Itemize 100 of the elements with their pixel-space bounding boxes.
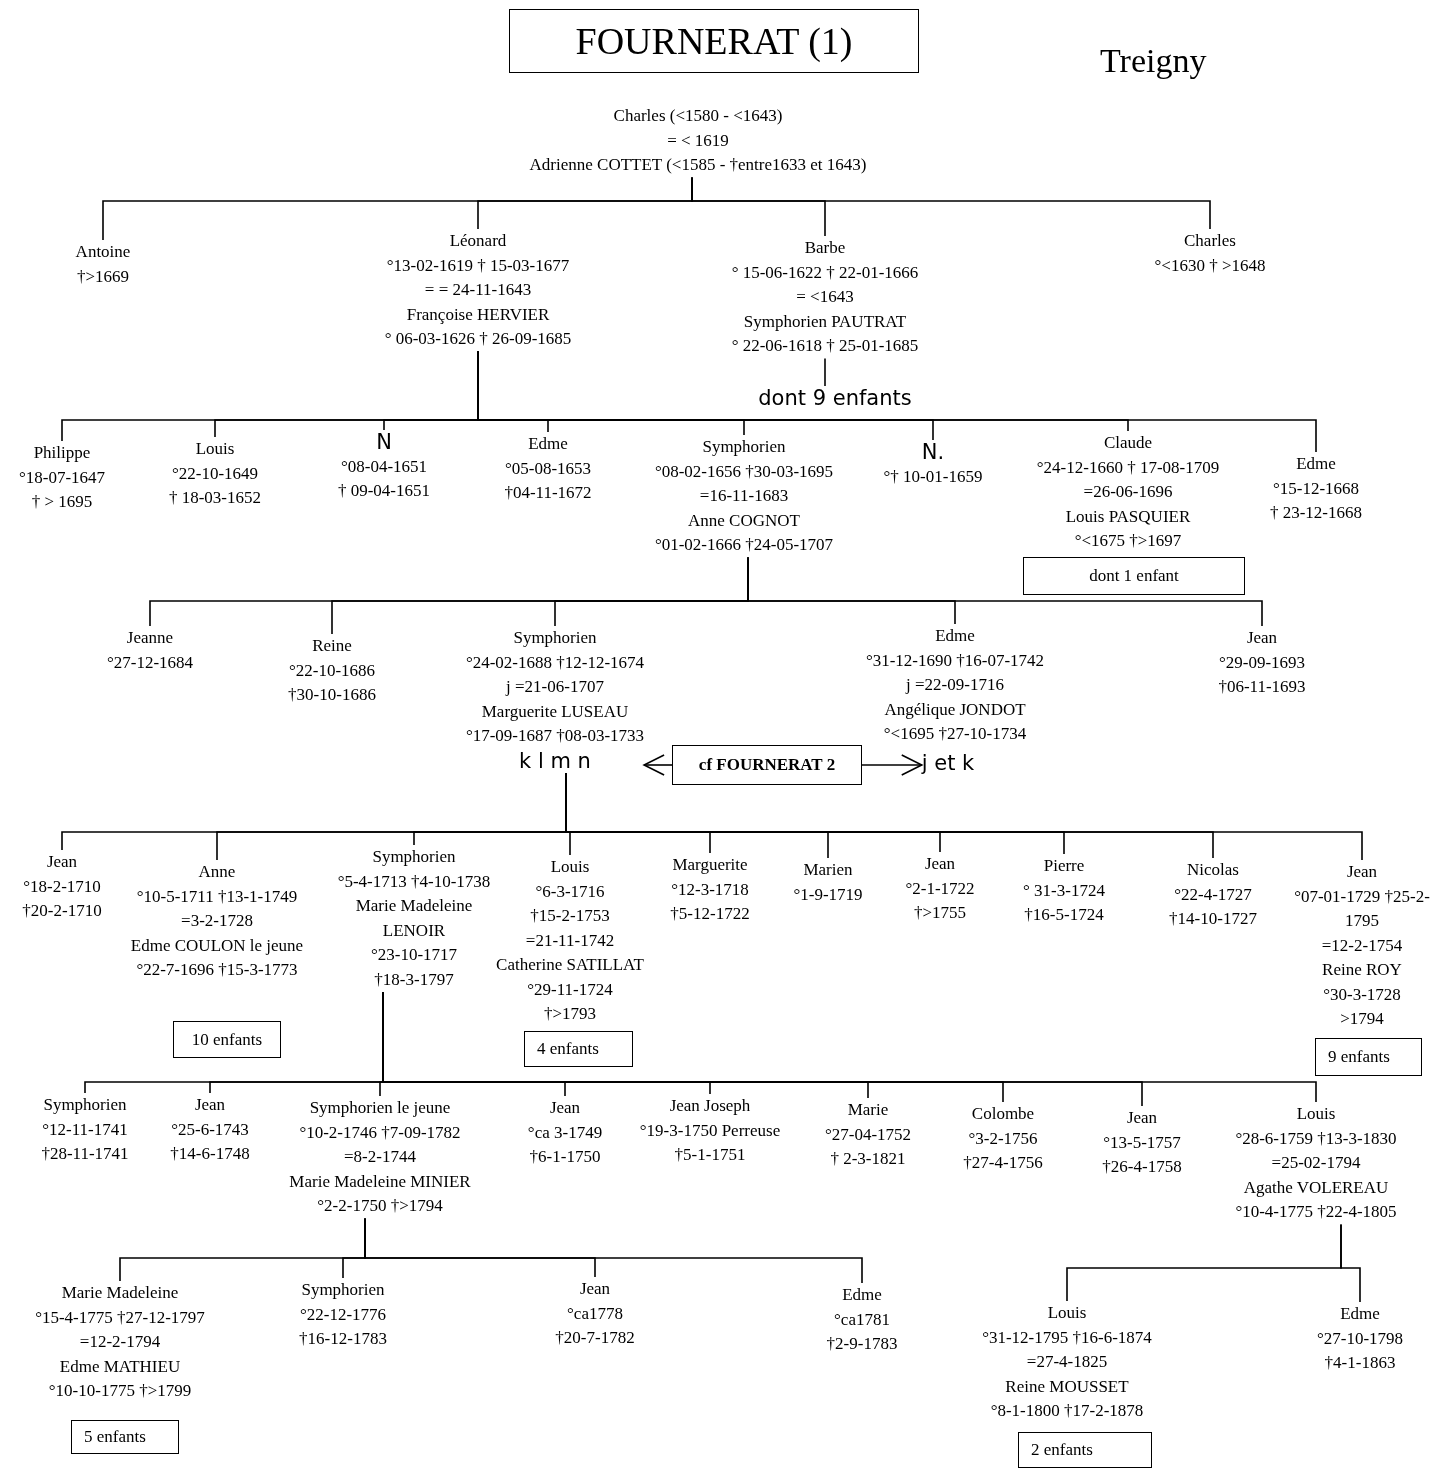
person-details: †30-10-1686 [288,684,376,706]
arrow [861,754,923,776]
person-name: Jean [923,853,957,875]
person-details: °10-4-1775 †22-4-1805 [1235,1201,1397,1223]
person-details: °<1675 †>1697 [1073,530,1183,552]
person-name: Barbe [803,237,847,259]
person-details: = <1643 [795,286,855,308]
person-details: °30-3-1728 [1322,983,1402,1006]
person-name: Edme [1339,1303,1381,1325]
person-name: Jean [578,1278,612,1300]
person-details: °8-1-1800 †17-2-1878 [989,1400,1145,1422]
note-box: cf FOURNERAT 2 [672,745,862,785]
person-details: †2-9-1783 [826,1333,898,1355]
person-details: °29-11-1724 [526,978,614,1001]
person-name: Louis [1295,1103,1337,1125]
person-details: °01-02-1666 †24-05-1707 [654,534,834,556]
person-details: †5-12-1722 [670,903,750,925]
person-name: Antoine [75,241,131,263]
person-name: Jean [193,1094,227,1116]
person-details: †16-5-1724 [1023,904,1105,926]
family-line [691,176,1211,230]
person-details: °12-3-1718 [670,878,750,901]
person-details: Marie Madeleine MINIER [289,1170,471,1193]
person-details: Marie Madeleine LENOIR [354,895,474,942]
person-details: †26-4-1758 [1102,1156,1182,1178]
person-details: †18-3-1797 [373,968,455,991]
person-details: °27-04-1752 [824,1123,912,1146]
person-details: †>1755 [912,902,968,924]
person-details: ° 22-06-1618 † 25-01-1685 [731,335,919,357]
person-details: °29-09-1693 [1218,651,1306,674]
person-details: †>1669 [75,265,131,288]
person-details: =3-2-1728 [180,910,254,932]
person-name: Jean [548,1097,582,1119]
person-details: °31-12-1690 †16-07-1742 [865,649,1045,672]
person-details: †>1793 [542,1003,598,1025]
person-name: Edme [841,1284,883,1306]
person-name: Charles (<1580 - <1643) [612,105,784,127]
person-details: °<1695 †27-10-1734 [882,723,1028,745]
person-details: † 18-03-1652 [168,487,262,509]
person-name: Edme [527,433,569,455]
person-details: °18-2-1710 [22,875,102,898]
person-details: °ca1781 [833,1308,891,1331]
family-line [477,350,1317,453]
person-name: Pierre [1042,855,1086,877]
person-details: †06-11-1693 [1218,676,1306,698]
family-line [565,772,1363,861]
family-line [1340,1223,1361,1303]
symbol-text: N. [920,440,946,465]
person-details: † 23-12-1668 [1269,502,1363,524]
person-details: Louis PASQUIER [1064,505,1192,528]
arrow [643,754,673,776]
person-details: Catherine SATILLAT [496,954,644,976]
note-box: 2 enfants [1018,1432,1152,1468]
person-name: Symphorien [512,627,598,649]
person-name: Léonard [448,230,508,252]
person-name: Jean [1345,861,1379,883]
person-details: †27-4-1756 [963,1152,1043,1174]
symbol-text: N [375,430,393,455]
person-details: j =21-06-1707 [504,676,605,698]
person-details: † 2-3-1821 [829,1148,907,1170]
person-details: °† 10-01-1659 [883,465,983,488]
note-box: 9 enfants [1315,1038,1422,1076]
note-text: dont 9 enfants [758,386,912,413]
person-details: ° 15-06-1622 † 22-01-1666 [731,261,919,284]
person-name: Symphorien [42,1094,128,1116]
person-details: °15-4-1775 †27-12-1797 [35,1306,205,1329]
person-details: °<1630 † >1648 [1154,254,1266,277]
symbol-text: k l m n [518,748,592,773]
person-name: Claude [1102,432,1154,454]
person-details: °27-10-1798 [1316,1327,1404,1350]
person-details: °10-10-1775 †>1799 [47,1380,193,1402]
person-details: =27-4-1825 [1025,1351,1109,1373]
person-name: Marie [846,1099,890,1121]
person-details: =26-06-1696 [1082,481,1174,503]
person-details: °12-11-1741 [41,1118,129,1141]
person-details: °28-6-1759 †13-3-1830 [1235,1127,1397,1150]
person-details: °19-3-1750 Perreuse [639,1119,781,1142]
person-details: †4-1-1863 [1323,1352,1397,1374]
person-details: † 09-04-1651 [337,480,431,502]
person-details: † > 1695 [30,491,94,513]
person-details: °2-1-1722 [905,877,975,900]
person-name: Anne [197,861,237,883]
person-details: °22-4-1727 [1173,883,1253,906]
person-details: j =22-09-1716 [904,674,1005,696]
person-name: Philippe [32,442,92,464]
person-details: °22-10-1686 [288,659,376,682]
person-name: Reine [311,635,353,657]
person-details: ° 31-3-1724 [1023,879,1105,902]
note-box: 4 enfants [524,1031,633,1067]
person-details: †04-11-1672 [504,482,592,504]
person-details: †14-10-1727 [1169,908,1257,930]
person-details: °31-12-1795 †16-6-1874 [982,1326,1152,1349]
person-details: °25-6-1743 [170,1118,250,1141]
person-details: †16-12-1783 [299,1328,387,1350]
note-text: j et k [921,751,975,778]
person-details: =12-2-1794 [78,1331,162,1353]
person-details: ° 06-03-1626 † 26-09-1685 [384,328,572,350]
person-details: °6-3-1716 [534,880,606,903]
person-name: Symphorien le jeune [308,1097,452,1119]
person-name: Jean [1245,627,1279,649]
